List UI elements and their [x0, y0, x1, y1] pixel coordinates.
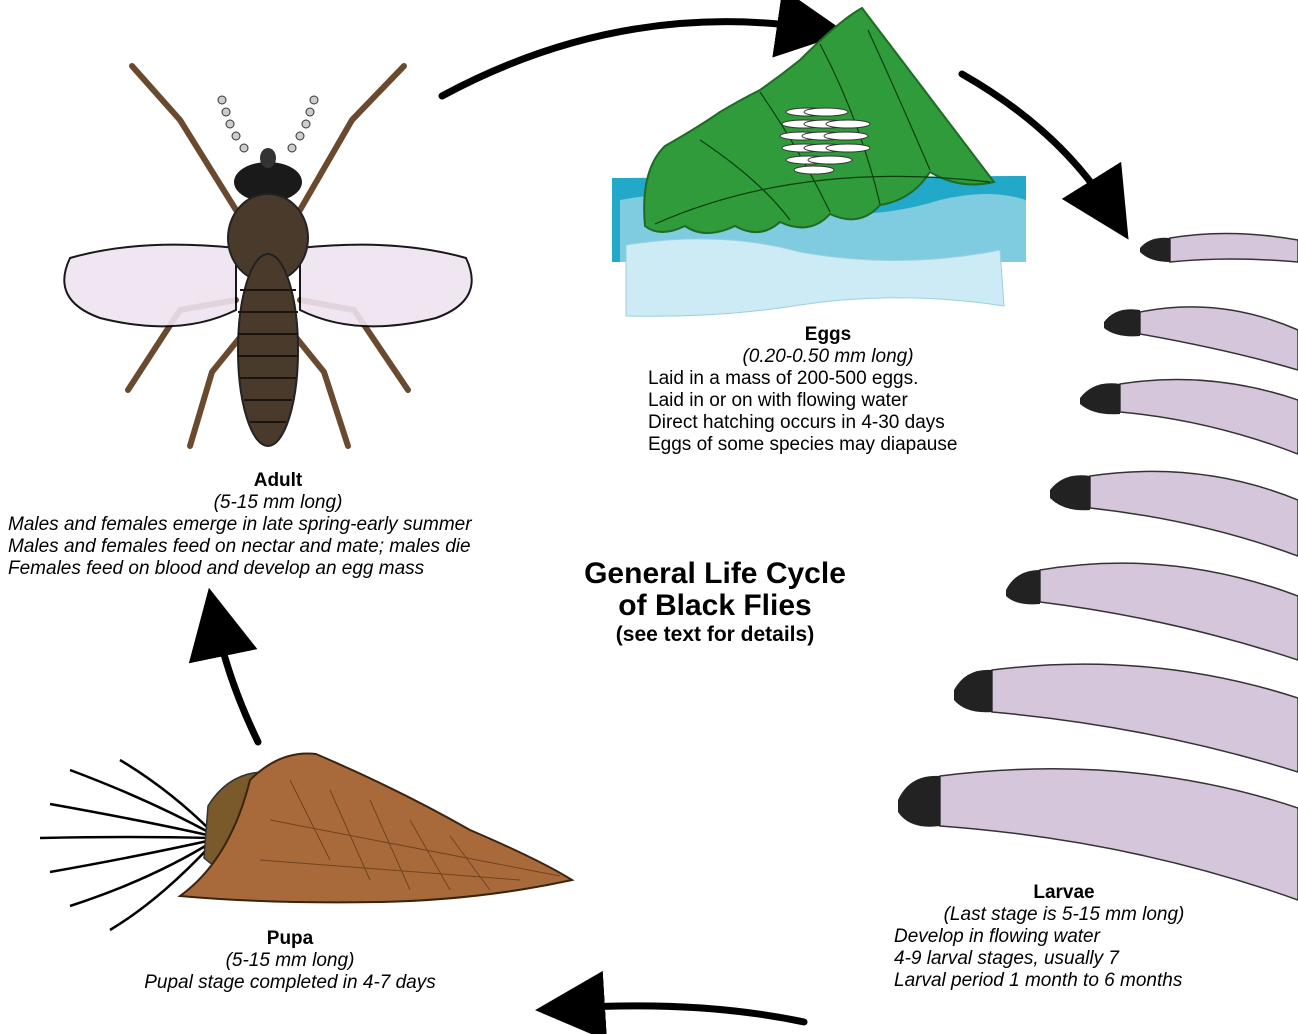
eggs-note: Eggs of some species may diapause	[648, 434, 1008, 456]
left-wing	[64, 245, 236, 327]
larvae-title: Larvae	[894, 882, 1234, 904]
adult-note: Females feed on blood and develop an egg…	[8, 558, 548, 580]
pupa-illustration	[40, 754, 572, 930]
larvae-note: Larval period 1 month to 6 months	[894, 970, 1234, 992]
pupa-note: Pupal stage completed in 4-7 days	[110, 972, 470, 994]
right-wing	[300, 245, 472, 327]
larvae-note: Develop in flowing water	[894, 926, 1234, 948]
cocoon	[180, 754, 572, 903]
larva-instar-6	[954, 664, 1298, 772]
eggs-note: Laid in or on with flowing water	[648, 390, 1008, 412]
eggs-note: Direct hatching occurs in 4-30 days	[648, 412, 1008, 434]
larva-instar-3	[1080, 380, 1298, 454]
adult-title: Adult	[8, 470, 548, 492]
arrow-adult-to-eggs	[442, 22, 812, 96]
diagram-title: General Life Cycle of Black Flies (see t…	[520, 558, 910, 648]
larva-instar-7	[898, 769, 1298, 900]
adult-size: (5-15 mm long)	[8, 492, 548, 514]
larvae-size: (Last stage is 5-15 mm long)	[894, 904, 1234, 926]
title-line-3: (see text for details)	[520, 622, 910, 648]
pupa-caption: Pupa (5-15 mm long) Pupal stage complete…	[110, 928, 470, 994]
eggs-note: Laid in a mass of 200-500 eggs.	[648, 368, 1008, 390]
eggs-caption: Eggs (0.20-0.50 mm long) Laid in a mass …	[648, 324, 1008, 456]
adult-fly-illustration	[64, 66, 471, 446]
arrow-larvae-to-pupa	[570, 1006, 804, 1022]
pupa-size: (5-15 mm long)	[110, 950, 470, 972]
larvae-caption: Larvae (Last stage is 5-15 mm long) Deve…	[894, 882, 1234, 992]
eggs-size: (0.20-0.50 mm long)	[648, 346, 1008, 368]
title-line-2: of Black Flies	[520, 590, 910, 622]
adult-caption: Adult (5-15 mm long) Males and females e…	[8, 470, 548, 580]
adult-note: Males and females feed on nectar and mat…	[8, 536, 548, 558]
arrow-pupa-to-adult	[216, 622, 258, 742]
eggs-illustration	[612, 8, 1026, 316]
larva-instar-1	[1140, 233, 1298, 262]
adult-note: Males and females emerge in late spring-…	[8, 514, 548, 536]
larvae-note: 4-9 larval stages, usually 7	[894, 948, 1234, 970]
larva-instar-2	[1104, 307, 1298, 370]
larva-instar-5	[1006, 563, 1298, 660]
pupa-title: Pupa	[110, 928, 470, 950]
eggs-title: Eggs	[648, 324, 1008, 346]
title-line-1: General Life Cycle	[520, 558, 910, 590]
larva-instar-4	[1050, 471, 1298, 556]
